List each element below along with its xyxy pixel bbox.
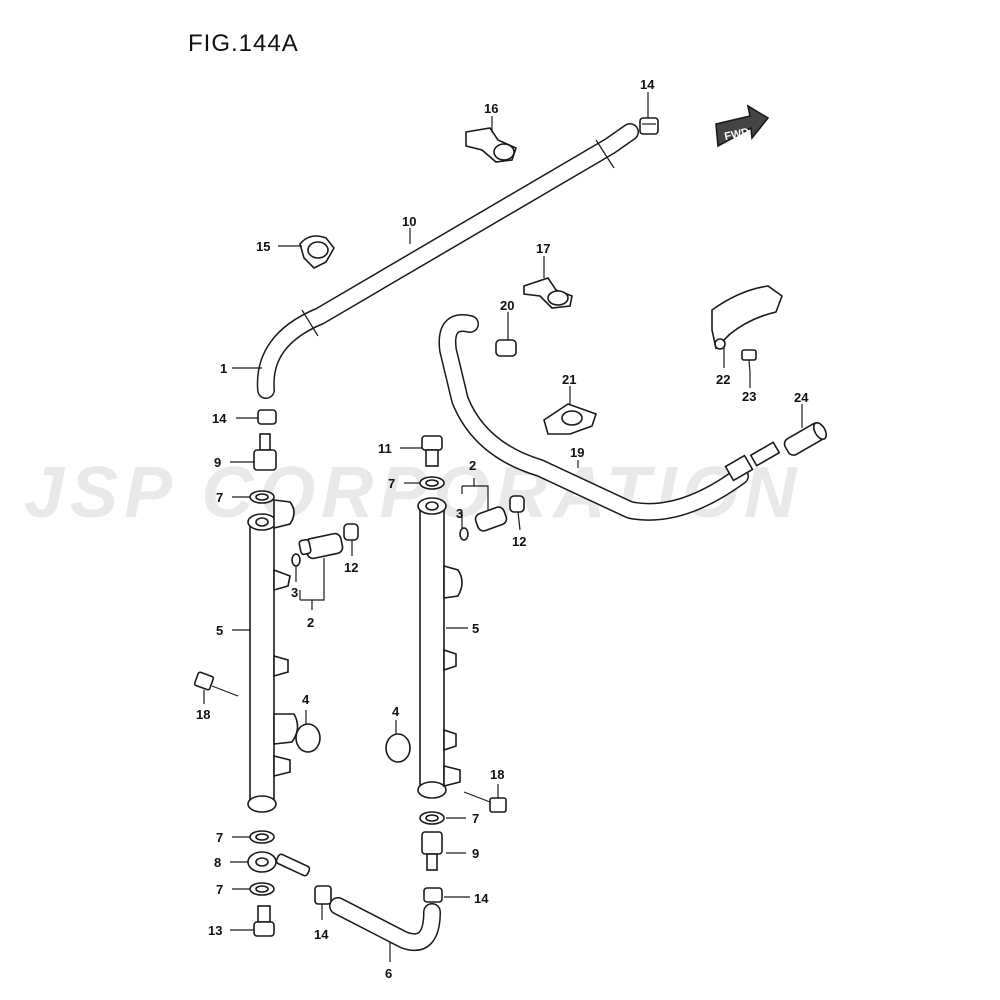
callout-1: 1 <box>220 361 227 376</box>
callout-12-left: 12 <box>344 560 358 575</box>
callout-24: 24 <box>794 390 809 405</box>
union-8 <box>247 851 311 877</box>
callout-14-left: 14 <box>212 411 227 426</box>
clamp-21 <box>543 403 598 435</box>
clamp-17 <box>523 277 573 309</box>
clamp-16 <box>465 127 517 163</box>
fuel-rail-5-left <box>247 499 299 813</box>
callout-4-left: 4 <box>302 692 310 707</box>
washer-7-e <box>419 811 445 825</box>
callout-20: 20 <box>500 298 514 313</box>
callout-4-right: 4 <box>392 704 400 719</box>
bolt-11 <box>421 435 443 467</box>
fitting-9-right <box>421 831 443 871</box>
clamp-14-top <box>639 117 659 135</box>
bolt-13 <box>253 905 275 937</box>
callout-6: 6 <box>385 966 392 981</box>
callout-3-left: 3 <box>291 585 298 600</box>
bolt-18-right <box>463 791 507 813</box>
washer-7-a <box>249 490 275 504</box>
callout-14-top: 14 <box>640 77 655 92</box>
washer-7-d <box>249 882 275 896</box>
washer-7-c <box>249 830 275 844</box>
clamp-14-left <box>257 409 277 425</box>
callout-9-left: 9 <box>214 455 221 470</box>
callout-8: 8 <box>214 855 221 870</box>
clamp-14-bottom-left <box>314 885 332 905</box>
callout-21: 21 <box>562 372 576 387</box>
callout-18-left: 18 <box>196 707 210 722</box>
callout-3-right: 3 <box>456 506 463 521</box>
callout-7-a: 7 <box>216 490 223 505</box>
injector-2-right <box>459 506 508 541</box>
grommet-4-right <box>385 733 411 763</box>
bolt-18-left <box>193 671 239 697</box>
callout-18-right: 18 <box>490 767 504 782</box>
callout-7-d: 7 <box>216 882 223 897</box>
callout-7-b: 7 <box>388 476 395 491</box>
bracket-22 <box>711 285 783 350</box>
cap-12-left <box>343 523 359 541</box>
leader-lines <box>203 92 803 962</box>
pipe-24 <box>783 422 828 456</box>
callout-5-right: 5 <box>472 621 479 636</box>
callout-15: 15 <box>256 239 270 254</box>
fwd-arrow-icon: FWD <box>715 104 770 148</box>
callout-14-bottom-right: 14 <box>474 891 489 906</box>
callout-14-bottom-left: 14 <box>314 927 329 942</box>
callout-2-right: 2 <box>469 458 476 473</box>
washer-7-b <box>419 476 445 490</box>
injector-2-left <box>291 532 344 567</box>
callout-12-right: 12 <box>512 534 526 549</box>
clamp-15 <box>299 235 335 269</box>
callout-19: 19 <box>570 445 584 460</box>
callout-23: 23 <box>742 389 756 404</box>
fitting-9-left <box>253 433 277 471</box>
callout-9-right: 9 <box>472 846 479 861</box>
callout-10: 10 <box>402 214 416 229</box>
fwd-label: FWD <box>723 126 750 143</box>
callout-11: 11 <box>378 441 392 456</box>
clamp-14-bottom-right <box>423 887 443 903</box>
fuel-hose-6 <box>329 897 441 951</box>
fuel-rail-5-right <box>417 497 463 799</box>
watermark-text: JSP CORPORATION <box>24 453 803 533</box>
callout-16: 16 <box>484 101 498 116</box>
bolt-23 <box>741 349 757 373</box>
callout-2-left: 2 <box>307 615 314 630</box>
cap-12-right <box>509 495 525 513</box>
callout-7-e: 7 <box>472 811 479 826</box>
fuel-hose-19 <box>438 314 781 521</box>
clamp-20 <box>495 339 517 357</box>
callout-labels: 1 2 2 3 3 4 4 5 5 6 7 7 7 7 7 8 9 9 10 1… <box>196 77 809 981</box>
callout-17: 17 <box>536 241 550 256</box>
callout-5-left: 5 <box>216 623 223 638</box>
callout-22: 22 <box>716 372 730 387</box>
fuel-hose-10 <box>256 123 639 399</box>
figure-title: FIG.144A <box>188 30 299 57</box>
callout-13: 13 <box>208 923 222 938</box>
callout-7-c: 7 <box>216 830 223 845</box>
grommet-4-left <box>295 723 321 753</box>
